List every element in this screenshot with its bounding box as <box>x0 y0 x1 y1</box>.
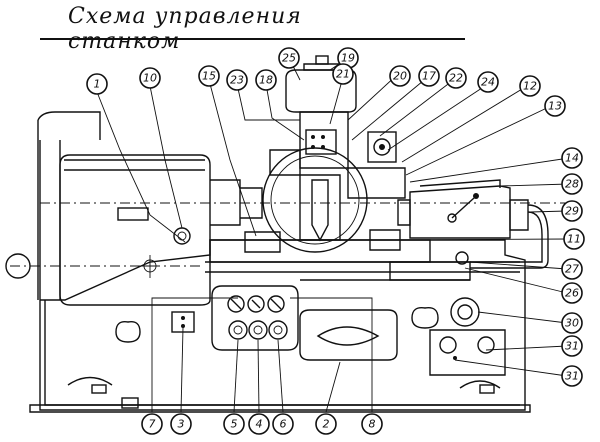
callout-5: 5 <box>223 413 245 435</box>
callout-22: 22 <box>445 67 467 89</box>
callout-label: 15 <box>202 70 216 83</box>
callout-7: 7 <box>141 413 163 435</box>
callout-label: 12 <box>523 80 537 93</box>
callout-20: 20 <box>389 65 411 87</box>
callout-8: 8 <box>361 413 383 435</box>
callout-label: 23 <box>230 74 244 87</box>
callout-label: 31 <box>565 340 579 353</box>
callout-30: 30 <box>561 312 583 334</box>
callout-label: 28 <box>565 178 579 191</box>
callout-18: 18 <box>255 69 277 91</box>
callout-label: 13 <box>548 100 562 113</box>
callout-14: 14 <box>561 147 583 169</box>
callout-2: 2 <box>315 413 337 435</box>
callout-label: 27 <box>565 263 579 276</box>
callout-12: 12 <box>519 75 541 97</box>
callout-11: 11 <box>563 228 585 250</box>
callout-26: 26 <box>561 282 583 304</box>
callout-label: 18 <box>259 74 273 87</box>
callout-label: 30 <box>565 317 579 330</box>
callout-6: 6 <box>272 413 294 435</box>
callout-label: 22 <box>449 72 463 85</box>
callout-15: 15 <box>198 65 220 87</box>
callout-label: 2 <box>323 418 330 431</box>
callout-29: 29 <box>561 200 583 222</box>
callout-27: 27 <box>561 258 583 280</box>
callout-label: 5 <box>231 418 238 431</box>
callout-24: 24 <box>477 71 499 93</box>
callout-label: 8 <box>369 418 376 431</box>
callout-label: 6 <box>280 418 287 431</box>
callout-label: 7 <box>149 418 156 431</box>
callout-label: 24 <box>481 76 495 89</box>
callout-label: 14 <box>565 152 579 165</box>
callout-label: 3 <box>178 418 185 431</box>
callout-31-upper: 31 <box>561 335 583 357</box>
callout-31-lower: 31 <box>561 365 583 387</box>
tailstock <box>397 179 549 269</box>
leader-lines <box>96 57 570 413</box>
callout-23: 23 <box>226 69 248 91</box>
headstock <box>5 154 263 306</box>
callout-3: 3 <box>170 413 192 435</box>
callout-13: 13 <box>544 95 566 117</box>
callout-10: 10 <box>139 67 161 89</box>
callout-label: 25 <box>282 52 296 65</box>
callout-label: 11 <box>567 233 581 246</box>
callout-17: 17 <box>418 65 440 87</box>
callout-label: 1 <box>94 78 101 91</box>
callout-label: 26 <box>565 287 579 300</box>
callout-label: 4 <box>256 418 263 431</box>
control-panel <box>171 285 495 360</box>
callout-19: 19 <box>337 47 359 69</box>
callout-label: 19 <box>341 52 355 65</box>
carriage <box>209 55 431 263</box>
callout-label: 31 <box>565 370 579 383</box>
callout-label: 21 <box>336 68 350 81</box>
callout-label: 29 <box>565 205 579 218</box>
title-underline <box>40 38 465 40</box>
callout-label: 20 <box>393 70 407 83</box>
callout-4: 4 <box>248 413 270 435</box>
callout-1: 1 <box>86 73 108 95</box>
callout-label: 17 <box>422 70 436 83</box>
diagram-title: Схема управления станком <box>68 4 302 54</box>
callout-label: 10 <box>143 72 157 85</box>
callout-28: 28 <box>561 173 583 195</box>
callout-25: 25 <box>278 47 300 69</box>
callout-21: 21 <box>332 63 354 85</box>
